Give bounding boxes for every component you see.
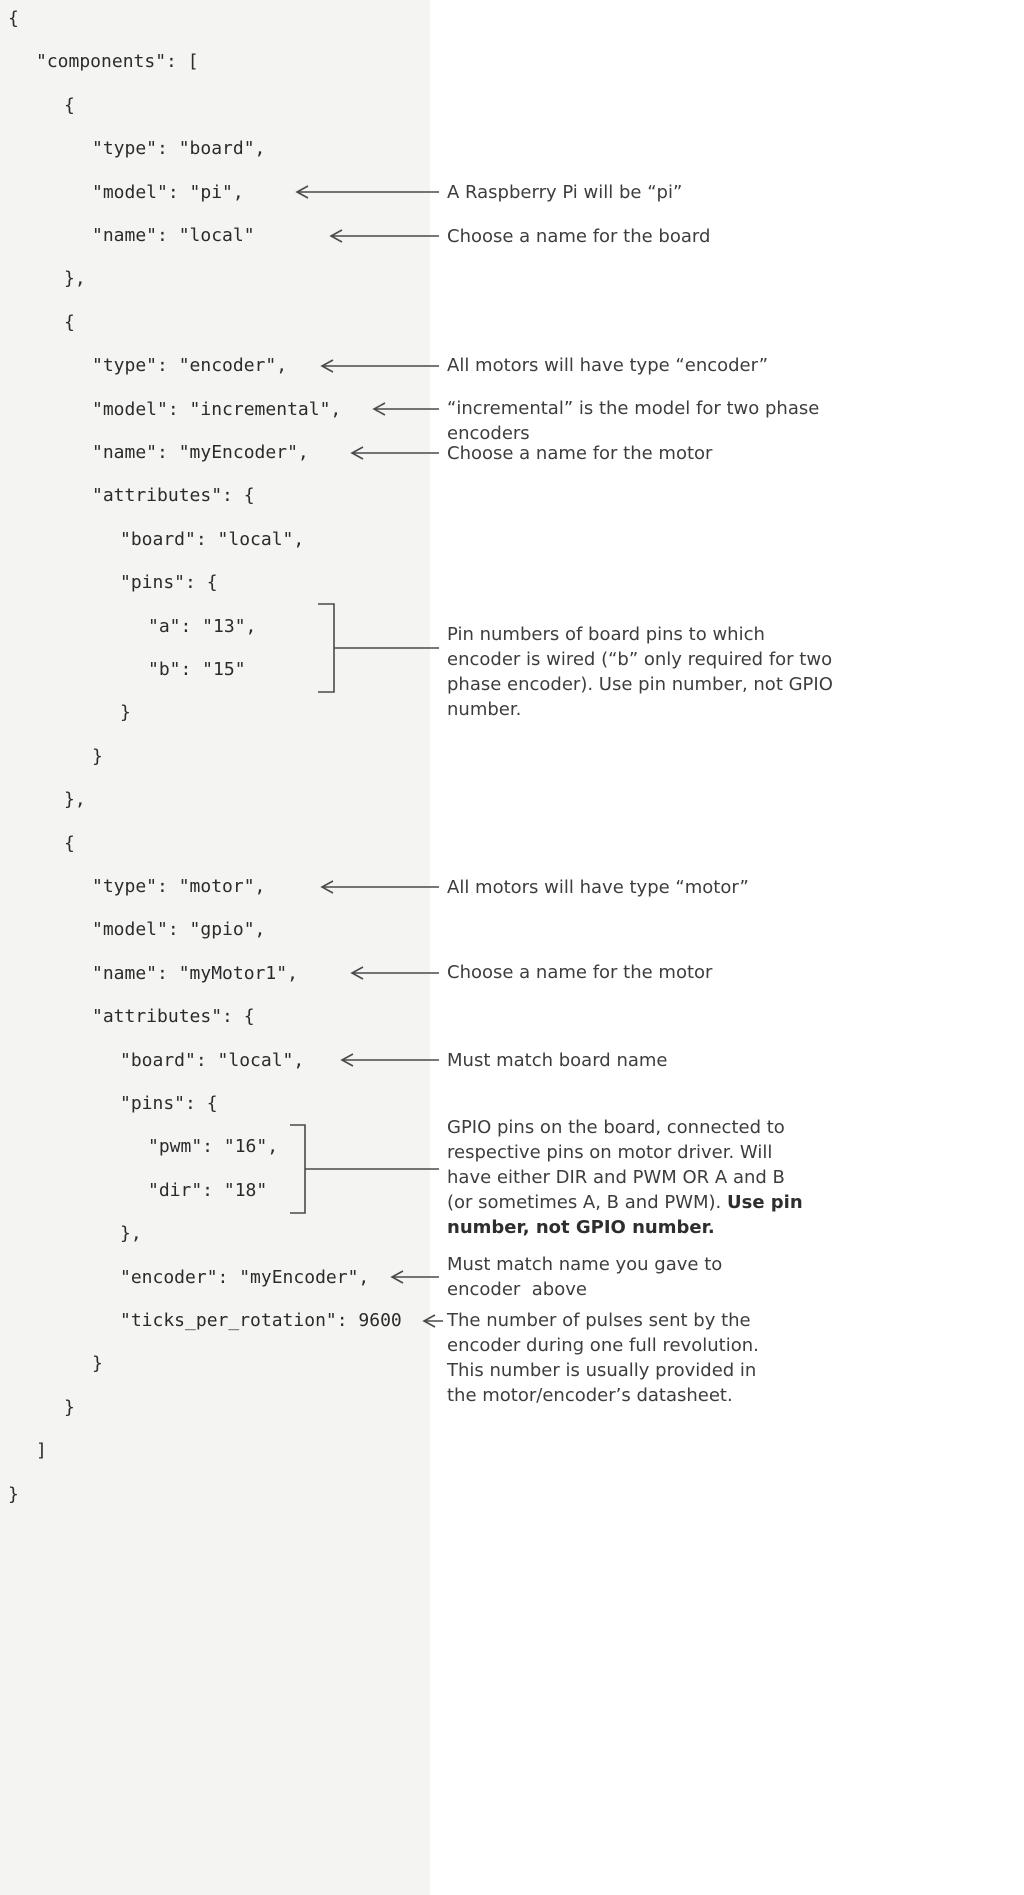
annotation-text: GPIO pins on the board, connected to (447, 1117, 785, 1138)
code-line: { (64, 311, 75, 333)
annotation-encoder-name: Choose a name for the motor (447, 441, 712, 466)
annotation-text: encoder is wired (“b” only required for … (447, 649, 833, 670)
code-line: "b": "15" (148, 659, 246, 680)
annotation-encoder-pins: Pin numbers of board pins to which encode… (447, 622, 833, 722)
code-line: "attributes": { (92, 485, 255, 507)
code-line: "dir": "18" (148, 1179, 268, 1201)
annotation-text: Must match board name (447, 1050, 668, 1071)
annotation-line: encoder is wired (“b” only required for … (447, 647, 833, 672)
code-line: { (64, 94, 75, 116)
code-panel (0, 0, 430, 1895)
annotation-text: Pin numbers of board pins to which (447, 624, 765, 645)
code-line: "board": "local", (120, 528, 305, 550)
annotation-text: This number is usually provided in (447, 1360, 757, 1381)
annotation-text: All motors will have type “motor” (447, 877, 749, 898)
annotation-line: Choose a name for the motor (447, 960, 712, 985)
annotation-text-bold: Use pin (726, 1192, 803, 1213)
annotation-line: have either DIR and PWM OR A and B (447, 1165, 803, 1190)
annotation-motor-board: Must match board name (447, 1048, 668, 1073)
annotation-text: encoders (447, 423, 530, 444)
code-line: "pwm": "16", (148, 1136, 279, 1158)
annotation-line: GPIO pins on the board, connected to (447, 1115, 803, 1140)
annotation-motor-name: Choose a name for the motor (447, 960, 712, 985)
annotation-board-model: A Raspberry Pi will be “pi” (447, 180, 682, 205)
code-line: "model": "pi", (92, 181, 244, 203)
annotation-text: encoder during one full revolution. (447, 1335, 759, 1356)
annotation-line: encoder above (447, 1277, 722, 1302)
annotation-line: A Raspberry Pi will be “pi” (447, 180, 682, 205)
annotation-encoder-model: “incremental” is the model for two phase… (447, 396, 819, 446)
code-line: "components": [ (36, 51, 199, 73)
code-line: "name": "local" (92, 225, 255, 246)
code-line: "type": "motor", (92, 876, 266, 897)
code-line: "name": "myMotor1", (92, 962, 298, 984)
code-line: "ticks_per_rotation": 9600 (120, 1310, 402, 1331)
annotation-text: the motor/encoder’s datasheet. (447, 1385, 733, 1406)
annotation-motor-pins: GPIO pins on the board, connected to resp… (447, 1115, 803, 1240)
code-line: "model": "incremental", (92, 398, 342, 420)
code-line: "name": "myEncoder", (92, 442, 309, 463)
annotation-line: respective pins on motor driver. Will (447, 1140, 803, 1165)
annotation-line: Must match name you gave to (447, 1252, 722, 1277)
annotation-text: respective pins on motor driver. Will (447, 1142, 773, 1163)
code-line: } (92, 745, 103, 767)
code-line: { (8, 8, 19, 29)
annotation-text: Choose a name for the board (447, 226, 711, 247)
code-line: "pins": { (120, 1093, 218, 1114)
annotation-line: All motors will have type “encoder” (447, 353, 768, 378)
annotation-text: have either DIR and PWM OR A and B (447, 1167, 785, 1188)
annotation-text: Must match name you gave to (447, 1254, 723, 1275)
annotation-text: The number of pulses sent by the (447, 1310, 751, 1331)
code-line: }, (64, 789, 86, 811)
annotation-text: encoder above (447, 1279, 587, 1300)
code-line: "a": "13", (148, 615, 257, 637)
annotations-layer: A Raspberry Pi will be “pi” Choose a name… (447, 0, 1024, 1895)
annotation-line: This number is usually provided in (447, 1358, 759, 1383)
annotation-text-bold: number, not GPIO number. (447, 1217, 715, 1238)
annotation-line: Choose a name for the board (447, 224, 710, 249)
annotation-line: encoder during one full revolution. (447, 1333, 759, 1358)
annotation-line: phase encoder). Use pin number, not GPIO (447, 672, 833, 697)
code-line: } (64, 1396, 75, 1418)
annotation-line: Pin numbers of board pins to which (447, 622, 833, 647)
code-line: "board": "local", (120, 1049, 305, 1071)
annotation-text: All motors will have type “encoder” (447, 355, 769, 376)
annotation-line: the motor/encoder’s datasheet. (447, 1383, 759, 1408)
annotation-line: number. (447, 697, 833, 722)
annotation-text: Choose a name for the motor (447, 443, 713, 464)
annotation-line: (or sometimes A, B and PWM). Use pin (447, 1190, 803, 1215)
annotation-text: number. (447, 699, 522, 720)
code-line: "model": "gpio", (92, 919, 266, 941)
annotation-text: Choose a name for the motor (447, 962, 713, 983)
code-line: } (8, 1483, 19, 1505)
annotation-encoder-type: All motors will have type “encoder” (447, 353, 768, 378)
annotation-line: Must match board name (447, 1048, 668, 1073)
code-line: }, (64, 268, 86, 290)
annotation-text: (or sometimes A, B and PWM). (447, 1192, 727, 1213)
code-line: ] (36, 1440, 47, 1462)
code-line: } (120, 702, 131, 724)
code-line: } (92, 1353, 103, 1375)
annotation-line: encoders (447, 421, 819, 446)
code-line: }, (120, 1223, 142, 1245)
annotation-board-name: Choose a name for the board (447, 224, 710, 249)
annotation-line: Choose a name for the motor (447, 441, 712, 466)
annotation-line: “incremental” is the model for two phase (447, 396, 819, 421)
code-line: { (64, 832, 75, 854)
annotation-motor-type: All motors will have type “motor” (447, 875, 749, 900)
annotation-ticks-per-rotation: The number of pulses sent by the encoder … (447, 1308, 759, 1408)
annotation-text: “incremental” is the model for two phase (447, 398, 820, 419)
annotation-text: phase encoder). Use pin number, not GPIO (447, 674, 833, 695)
annotation-line: All motors will have type “motor” (447, 875, 749, 900)
code-line: "pins": { (120, 572, 218, 594)
code-line: "attributes": { (92, 1006, 255, 1028)
code-line: "type": "board", (92, 138, 266, 160)
annotation-line: number, not GPIO number. (447, 1215, 803, 1240)
code-line: "type": "encoder", (92, 355, 288, 377)
code-block: { "components": [ { "type": "board", "model"… (0, 0, 460, 1895)
code-line: "encoder": "myEncoder", (120, 1266, 370, 1288)
annotation-motor-encoder: Must match name you gave to encoder above (447, 1252, 722, 1302)
annotation-text: A Raspberry Pi will be “pi” (447, 182, 683, 203)
annotation-line: The number of pulses sent by the (447, 1308, 759, 1333)
